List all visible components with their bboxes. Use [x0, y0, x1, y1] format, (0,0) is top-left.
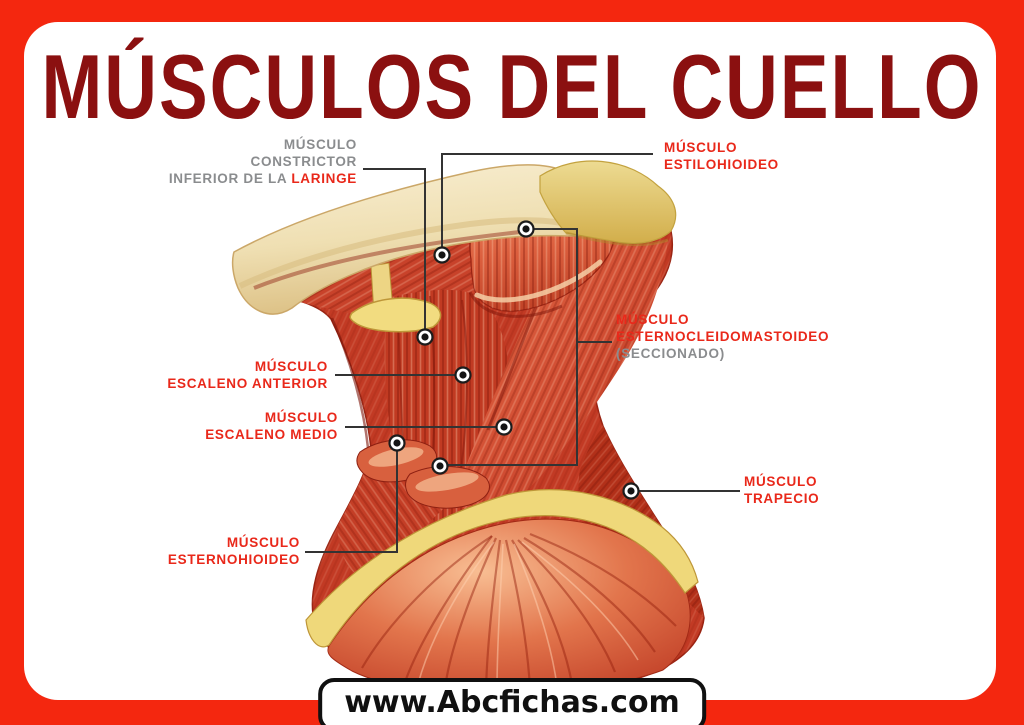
page-title: MÚSCULOS DEL CUELLO [41, 37, 983, 138]
label-line: ESCALENO ANTERIOR [167, 376, 328, 391]
marker-dot-esternohioideo [388, 434, 406, 452]
label-line: MÚSCULO [264, 410, 338, 425]
label-line: ESTERNOHIOIDEO [167, 552, 300, 567]
marker-dot-esternocleidomastoideo-inferior [431, 457, 449, 475]
label-esternohioideo: MÚSCULO ESTERNOHIOIDEO [100, 534, 300, 568]
connector-lines [305, 153, 740, 553]
connector-constrictor [363, 168, 426, 337]
label-line: MÚSCULO [744, 474, 818, 489]
label-line: MÚSCULO [664, 140, 738, 155]
jaw-shadow [253, 230, 521, 290]
clavicle-bone [305, 489, 699, 648]
label-line: ESTERNOCLEIDOMASTOIDEO [616, 329, 830, 344]
label-constrictor-laringe: MÚSCULO CONSTRICTOR INFERIOR DE LA LARIN… [117, 136, 357, 187]
pectoral-mass [327, 518, 691, 694]
label-trapecio: MÚSCULO TRAPECIO [744, 473, 819, 507]
label-line: MÚSCULO [226, 535, 300, 550]
label-line: MÚSCULO [283, 137, 357, 152]
marker-dot-constrictor [416, 328, 434, 346]
label-estilohioideo: MÚSCULO ESTILOHIOIDEO [664, 139, 779, 173]
label-escaleno-anterior: MÚSCULO ESCALENO ANTERIOR [118, 358, 328, 392]
connector-estilohioideo [441, 153, 653, 255]
marker-dot-estilohioideo [433, 246, 451, 264]
marker-dot-escaleno-medio [495, 418, 513, 436]
connector-esternocleidomastoideo [440, 228, 612, 466]
label-line: (SECCIONADO) [616, 346, 725, 361]
hyoid-bone [349, 262, 442, 333]
label-esternocleidomastoideo: MÚSCULO ESTERNOCLEIDOMASTOIDEO (SECCIONA… [616, 311, 829, 362]
connector-esternohioideo [305, 443, 398, 553]
label-line: ESCALENO MEDIO [205, 427, 338, 442]
label-part-gray: INFERIOR DE LA [168, 171, 287, 186]
label-part-red: LARINGE [291, 171, 357, 186]
watermark-badge: www.Abcfichas.com [318, 678, 706, 725]
label-line: INFERIOR DE LA LARINGE [117, 170, 357, 187]
label-line: MÚSCULO [616, 312, 690, 327]
label-line: CONSTRICTOR [250, 154, 357, 169]
label-line: ESTILOHIOIDEO [664, 157, 779, 172]
label-line: TRAPECIO [744, 491, 820, 506]
marker-dots [388, 220, 640, 500]
marker-dot-esternocleidomastoideo-superior [517, 220, 535, 238]
label-escaleno-medio: MÚSCULO ESCALENO MEDIO [118, 409, 338, 443]
marker-dot-trapecio [622, 482, 640, 500]
label-line: MÚSCULO [254, 359, 328, 374]
marker-dot-escaleno-anterior [454, 366, 472, 384]
